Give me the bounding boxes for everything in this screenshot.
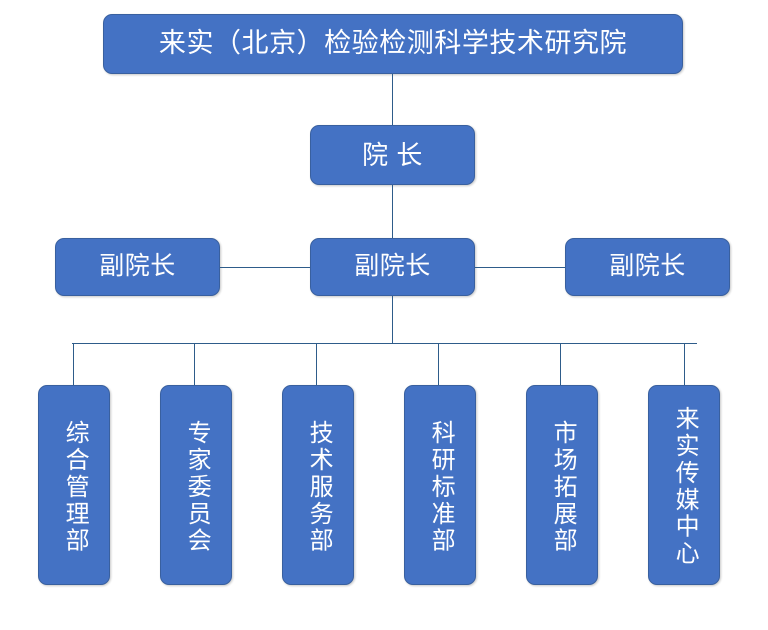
node-vice-director-left[interactable]: 副院长: [55, 238, 220, 296]
connector-department-bus: [72, 343, 697, 344]
node-department-expert-committee[interactable]: 专家委员会: [160, 385, 232, 585]
connector-drop-department-1: [73, 343, 74, 385]
connector-vice-left-to-center: [220, 267, 310, 268]
connector-vice-center-to-right: [475, 267, 565, 268]
node-institute[interactable]: 来实（北京）检验检测科学技术研究院: [103, 14, 683, 74]
node-director[interactable]: 院 长: [310, 125, 475, 185]
connector-drop-department-3: [316, 343, 317, 385]
node-department-technical-service[interactable]: 技术服务部: [282, 385, 354, 585]
connector-drop-department-5: [560, 343, 561, 385]
node-vice-director-center[interactable]: 副院长: [310, 238, 475, 296]
connector-drop-department-6: [684, 343, 685, 385]
connector-director-to-vice-center: [392, 185, 393, 238]
connector-vice-center-to-bus: [392, 296, 393, 343]
node-vice-director-right[interactable]: 副院长: [565, 238, 730, 296]
connector-drop-department-4: [438, 343, 439, 385]
node-department-research-standards[interactable]: 科研标准部: [404, 385, 476, 585]
node-department-market-development[interactable]: 市场拓展部: [526, 385, 598, 585]
connector-drop-department-2: [194, 343, 195, 385]
node-department-general-management[interactable]: 综合管理部: [38, 385, 110, 585]
connector-institute-to-director: [392, 74, 393, 125]
node-department-laishi-media-center[interactable]: 来实传媒中心: [648, 385, 720, 585]
